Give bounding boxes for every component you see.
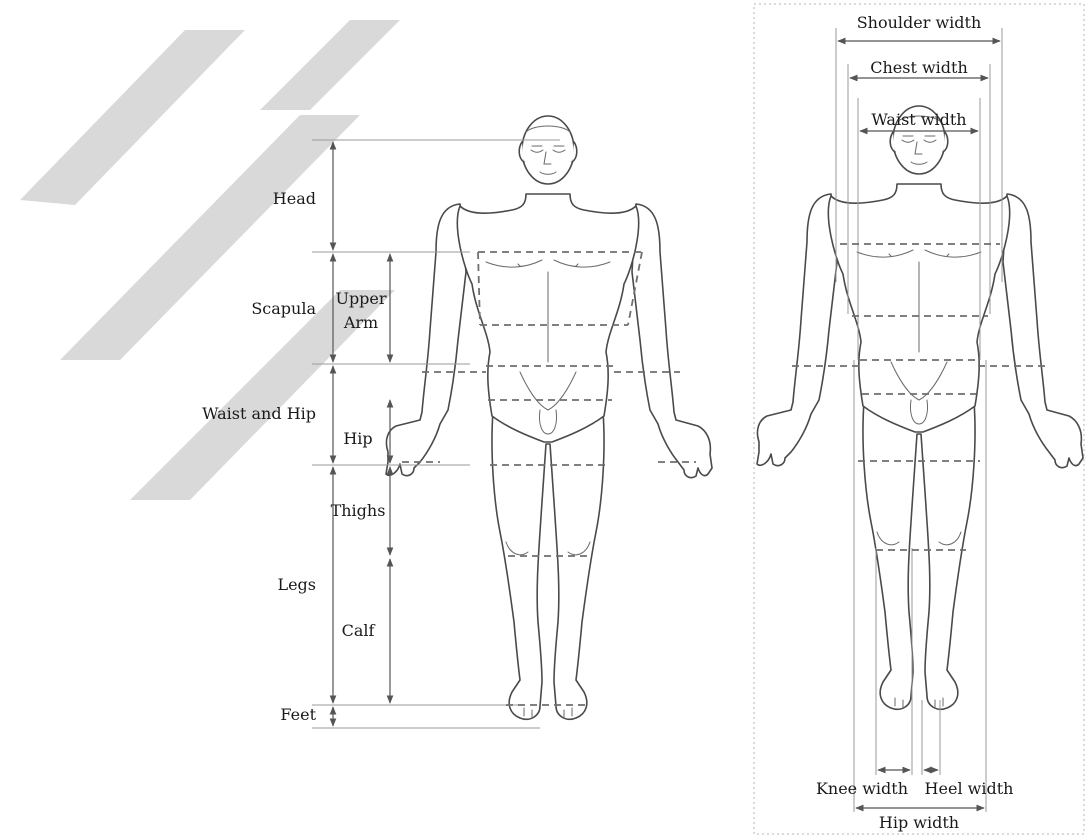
label-heel-width: Heel width <box>925 779 1014 798</box>
label-waist-and-hip: Waist and Hip <box>202 404 316 423</box>
label-calf: Calf <box>342 621 376 640</box>
label-thighs: Thighs <box>331 501 386 520</box>
label-hip-width: Hip width <box>879 813 959 832</box>
label-waist-width: Waist width <box>871 110 966 129</box>
label-upper-arm-line1: Upper <box>335 289 386 308</box>
label-knee-width: Knee width <box>816 779 908 798</box>
label-legs: Legs <box>277 575 316 594</box>
label-upper-arm-line2: Arm <box>343 313 378 332</box>
label-hip: Hip <box>343 429 372 448</box>
watermark <box>20 20 400 500</box>
label-shoulder-width: Shoulder width <box>857 13 982 32</box>
label-chest-width: Chest width <box>870 58 968 77</box>
label-head: Head <box>273 189 316 208</box>
human-figure-front-right <box>757 106 1083 709</box>
human-figure-front-left <box>386 116 712 719</box>
label-feet: Feet <box>280 705 316 724</box>
label-scapula: Scapula <box>251 299 316 318</box>
